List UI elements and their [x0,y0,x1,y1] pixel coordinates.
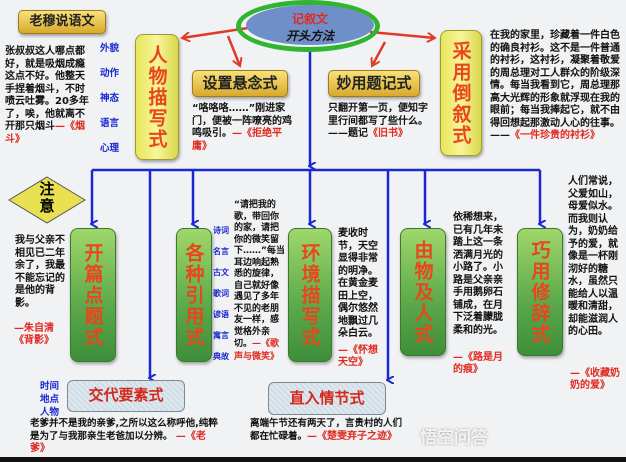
quote-kind: 寓言 [213,331,229,340]
environment-example: 麦收时节，天空显得非常的明净。在黄金麦田上空，偶尔悠然地飘过几朵白云。 [338,228,378,339]
rhetoric-method-box: 巧用修辞式 [517,228,563,356]
environment-source: —《怀想天空》 [338,345,378,368]
environment-method-box: 环境描写式 [288,228,332,362]
rhetoric-example: 人们常说，父爱如山，母爱似水。而我则认为，奶奶给予的爱，就像是一杯刚沏好的糖水，… [568,176,618,337]
title-badge: 老穆说语文 [18,10,106,34]
object-method-box: 由物及人式 [400,228,446,356]
flashback-example: 在我的家里，珍藏着一件白色的确良衬衫。这不是一件普通的衬衫，这衬衫，凝聚着敬爱的… [490,30,620,141]
quote-kind: 谚语 [213,310,229,319]
quote-kind: 诗词 [213,226,229,235]
suspense-method-box: 设置悬念式 [192,70,288,97]
aspect: 神态 [100,93,120,104]
aspect: 心理 [100,143,120,154]
aspect: 时间 [40,381,60,392]
topic-source: —朱自清《背影》 [14,323,54,346]
object-source: —《路是月的痕》 [453,352,503,375]
character-example: 张叔叔这人哪点都好，就是吸烟成瘾这点不好。他整天手捏着烟斗，不时喷云吐雾。20多… [5,46,89,145]
character-method-box: 人物描写式 [135,34,179,160]
topic-example: 我与父亲不相见已二年余了，我最不能忘记的是他的背影。 [15,235,65,309]
flashback-method-box: 采用倒叙式 [440,30,482,156]
quote-kinds: 诗词 名言 古文 歌词 谚语 寓言 典故 [213,225,235,372]
quote-kind: 歌词 [213,289,229,298]
elements-aspects: 时间 地点 人物 [40,378,66,418]
quote-kind: 名言 [213,247,229,256]
center-subtitle: 开头方法 [285,29,334,43]
watermark: 悟空问答 [420,428,488,448]
aspect: 语言 [100,118,120,129]
elements-example: 老爹并不是我的亲爹,之所以这么称呼他,纯粹是为了与我那亲生老爸加以分辨。 —《老… [30,418,218,454]
bottom-bar [0,457,626,462]
topic-method-box: 开篇点题式 [70,228,116,362]
plot-method-box: 直入情节式 [268,382,386,415]
epigraph-example: 只翻开第一页，便知字里行间都写了些什么。——题记《旧书》 [328,103,428,139]
quote-kind: 古文 [213,268,229,277]
note-diamond: 注意 [8,176,86,224]
epigraph-method-box: 妙用题记式 [328,70,420,97]
aspect: 地点 [40,394,60,405]
elements-method-box: 交代要素式 [67,380,185,412]
center-topic: 记叙文 开头方法 [246,5,374,45]
suspense-example: “咯咯咯……”刚进家门，便被一阵嘹亮的鸡鸣吸引。—《拒绝平庸》 [192,103,292,152]
object-example: 依稀想来，已有几年未踏上这一条洒满月光的小路了。小路是父亲亲手用鹅卵石铺成，在月… [453,212,503,336]
quote-method-box: 各种引用式 [176,228,212,362]
aspect: 外貌 [100,43,120,54]
center-title: 记叙文 [291,12,328,26]
quote-example: “请把我的歌，带回你的家，请把你的微笑留下……”每当耳边响起熟悉的旋律，自己就好… [234,200,285,362]
quote-kind: 典故 [213,352,229,361]
character-aspects: 外貌 动作 神态 语言 心理 [100,40,130,165]
aspect: 动作 [100,68,120,79]
rhetoric-source: —《收藏奶奶的爱》 [570,368,620,391]
aspect: 人物 [40,407,60,418]
plot-example: 离端午节还有两天了，言贵村的人们都在忙碌着。—《楚雯弃子之迹》 [250,418,403,442]
note-label: 注意 [39,180,55,215]
highlight-circle [236,0,380,52]
